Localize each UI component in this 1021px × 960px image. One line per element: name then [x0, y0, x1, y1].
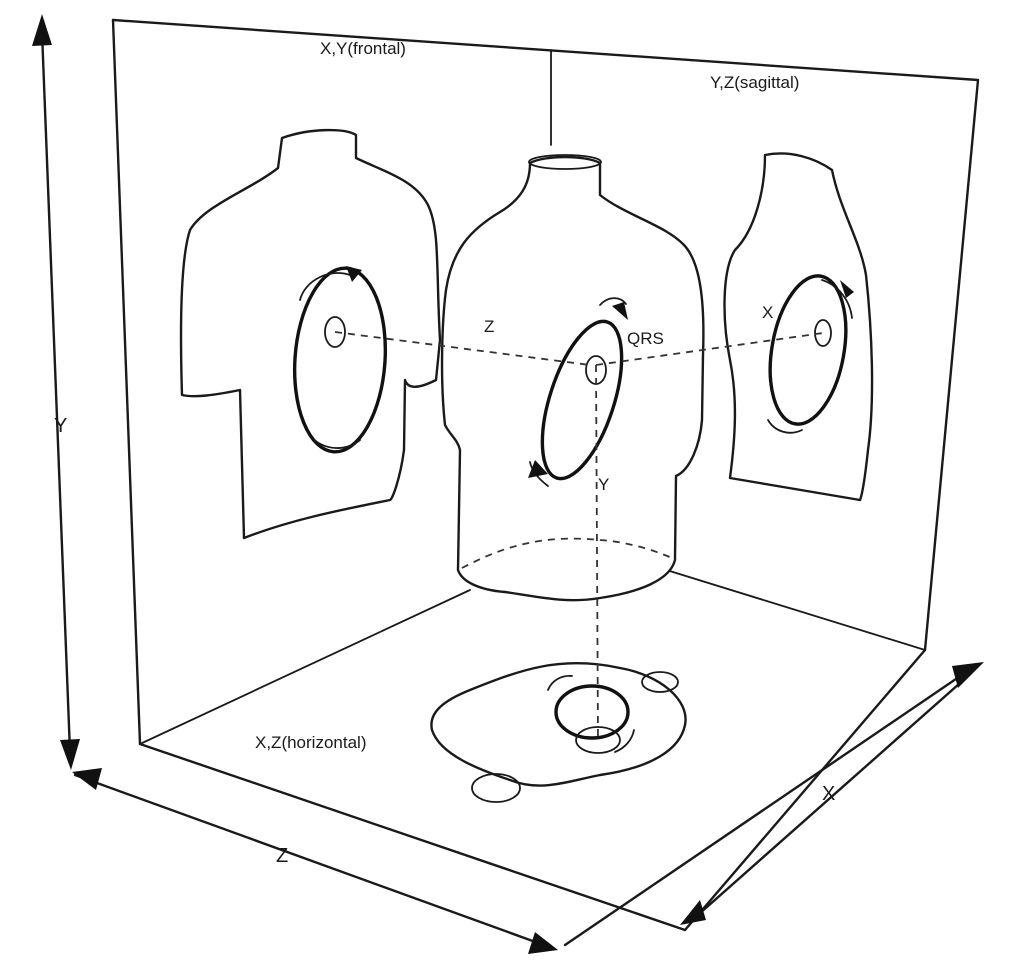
x-arrow-right-icon: [952, 662, 984, 688]
frontal-torso: [181, 130, 440, 538]
z-arrow-front-icon: [528, 932, 558, 954]
sagittal-torso: [725, 153, 873, 500]
y-axis-outer-label: Y: [54, 415, 67, 437]
horizontal-torso: [431, 663, 685, 802]
y-arrow-down-icon: [60, 739, 80, 770]
x-axis-inner-label: X: [762, 303, 773, 322]
x-axis-outer-label: X: [822, 783, 835, 805]
horizontal-plane-label: X,Z(horizontal): [255, 733, 366, 752]
central-torso: [442, 155, 703, 600]
y-axis-outer: [32, 14, 80, 770]
sagittal-plane-label: Y,Z(sagittal): [710, 73, 799, 92]
frontal-plane-label: X,Y(frontal): [320, 39, 406, 58]
y-axis-inner-label: Y: [598, 475, 609, 494]
x-arrow-left-icon: [680, 900, 706, 925]
z-axis-inner-label: Z: [484, 317, 494, 336]
z-arrow-back-icon: [72, 768, 102, 790]
z-axis-outer-label: Z: [276, 845, 288, 867]
qrs-loop-label: QRS: [627, 329, 664, 348]
y-arrow-up-icon: [32, 14, 52, 46]
